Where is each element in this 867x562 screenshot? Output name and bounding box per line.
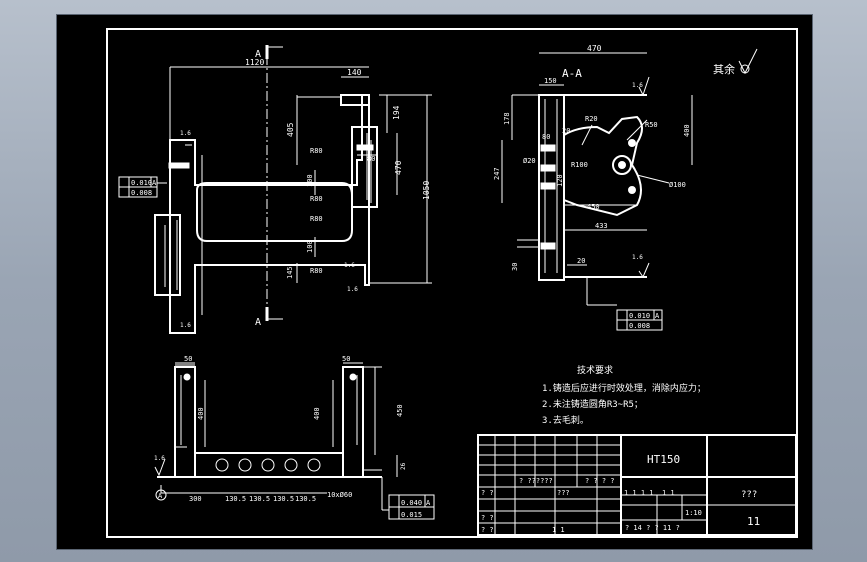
surface-finish-note: 其余: [713, 62, 735, 76]
roughness-sec-1: 1.6: [632, 82, 643, 89]
front-tol-upper: 0.010: [131, 179, 152, 187]
drawing-canvas: 0.010 0.008 A 1120 140 405 194 R80 80 47…: [106, 28, 798, 538]
dim-145: 145: [286, 266, 294, 279]
title-cell-g: 1:10: [685, 509, 702, 517]
sec-dim-phi100: Ø100: [669, 181, 686, 189]
sec-dim-30: 30: [511, 263, 519, 271]
bot-tol-parallel: 0.040: [401, 499, 422, 507]
bot-dim-400-left: 400: [197, 407, 205, 420]
sec-tol-datum: A: [655, 312, 660, 320]
dim-r80-upper: R80: [310, 147, 323, 155]
bot-dim-130-2: 130.5: [249, 495, 270, 503]
section-view-details: [501, 52, 693, 331]
front-tol-datum: A: [152, 179, 157, 187]
dim-r80-lower: R80: [310, 267, 323, 275]
title-material: HT150: [647, 453, 680, 466]
title-cell-c: 1 1 1 1: [624, 489, 654, 497]
front-view-details: [164, 45, 432, 321]
bottom-view-details: [154, 362, 435, 520]
title-block: [477, 434, 797, 536]
section-title: A-A: [562, 67, 582, 80]
section-marker-top: A: [255, 49, 261, 60]
tech-line-3: 3.去毛刺。: [542, 414, 589, 426]
sec-dim-r100: R100: [571, 161, 588, 169]
dim-100-upper: 100: [306, 174, 314, 187]
bot-dim-50-right: 50: [342, 355, 350, 363]
datum-marker: A: [158, 492, 163, 500]
sec-dim-120: 120: [556, 174, 564, 187]
title-cell-f: 1 1: [552, 526, 565, 534]
title-r2: ? ?: [481, 514, 494, 522]
drawing-viewport[interactable]: 0.010 0.008 A 1120 140 405 194 R80 80 47…: [56, 14, 813, 550]
dim-r80-mid: R80: [310, 195, 323, 203]
roughness-front-2: 1.6: [180, 322, 191, 329]
dim-405: 405: [286, 122, 295, 137]
roughness-front-1: 1.6: [180, 130, 191, 137]
front-tolerance-frame: [118, 176, 167, 198]
title-r3: ? ?: [481, 526, 494, 534]
bot-dim-130-4: 130.5: [295, 495, 316, 503]
roughness-sec-2: 1.6: [632, 254, 643, 261]
sec-dim-247: 247: [493, 167, 501, 180]
sec-tol-a: 0.010: [629, 312, 650, 320]
bottom-view: [157, 366, 382, 478]
sec-dim-433: 433: [595, 222, 608, 230]
front-view: [154, 94, 378, 334]
sec-dim-400: 400: [683, 124, 691, 137]
tech-line-1: 1.铸造后应进行时效处理，消除内应力；: [542, 382, 706, 394]
title-cell-h: ? 14 ? ? 11 ?: [625, 524, 680, 532]
roughness-front-3: 1.6: [344, 262, 355, 269]
bot-tol-datum: A: [426, 499, 431, 507]
sec-dim-150: 150: [544, 77, 557, 85]
tech-line-2: 2.未注铸造圆角R3~R5；: [542, 398, 643, 410]
sec-dim-80: 80: [542, 133, 550, 141]
bot-dim-26: 26: [400, 462, 407, 470]
bot-dim-400-right: 400: [313, 407, 321, 420]
sec-tol-b: 0.008: [629, 322, 650, 330]
sec-dim-470: 470: [587, 44, 602, 53]
dim-top-width: 140: [347, 68, 362, 77]
tech-title: 技术要求: [577, 364, 613, 376]
roughness-bot: 1.6: [154, 455, 165, 462]
drawing-border: [106, 28, 798, 538]
title-cell-e: ? ? ? ?: [585, 477, 615, 485]
title-cell-d: 1 1: [662, 489, 675, 497]
sec-dim-phi20: Ø20: [523, 157, 536, 165]
title-r1: ? ?: [481, 489, 494, 497]
general-roughness-symbol: [738, 48, 758, 75]
sec-dim-r50: R50: [645, 121, 658, 129]
bot-dim-130-3: 130.5: [273, 495, 294, 503]
bot-dim-300: 300: [189, 495, 202, 503]
dim-1050: 1050: [422, 181, 431, 200]
title-scale: ???: [741, 490, 757, 500]
title-cell-a: ? ??????: [519, 477, 553, 485]
bot-holes: 10xØ60: [327, 491, 352, 499]
dim-80: 80: [367, 155, 375, 163]
bot-dim-50-left: 50: [184, 355, 192, 363]
dim-470: 470: [394, 160, 403, 175]
title-sheet-no: 11: [747, 515, 760, 528]
section-marker-bottom: A: [255, 317, 261, 328]
bot-dim-130-1: 130.5: [225, 495, 246, 503]
front-tol-lower: 0.008: [131, 189, 152, 197]
sec-dim-r20: R20: [585, 115, 598, 123]
sec-dim-20: 20: [577, 257, 585, 265]
dim-100-lower: 100: [306, 240, 314, 253]
dim-r80-mid2: R80: [310, 215, 323, 223]
sec-dim-178: 178: [503, 112, 511, 125]
roughness-front-4: 1.6: [347, 286, 358, 293]
sec-dim-20b: 20: [562, 127, 570, 135]
dim-194: 194: [392, 105, 401, 120]
sec-dim-450: 450: [587, 203, 600, 211]
section-view: [538, 94, 647, 281]
bot-tol-flat: 0.015: [401, 511, 422, 519]
dim-overall-width: 1120: [245, 58, 264, 67]
title-cell-b: ???: [557, 489, 570, 497]
bot-dim-450: 450: [396, 404, 404, 417]
